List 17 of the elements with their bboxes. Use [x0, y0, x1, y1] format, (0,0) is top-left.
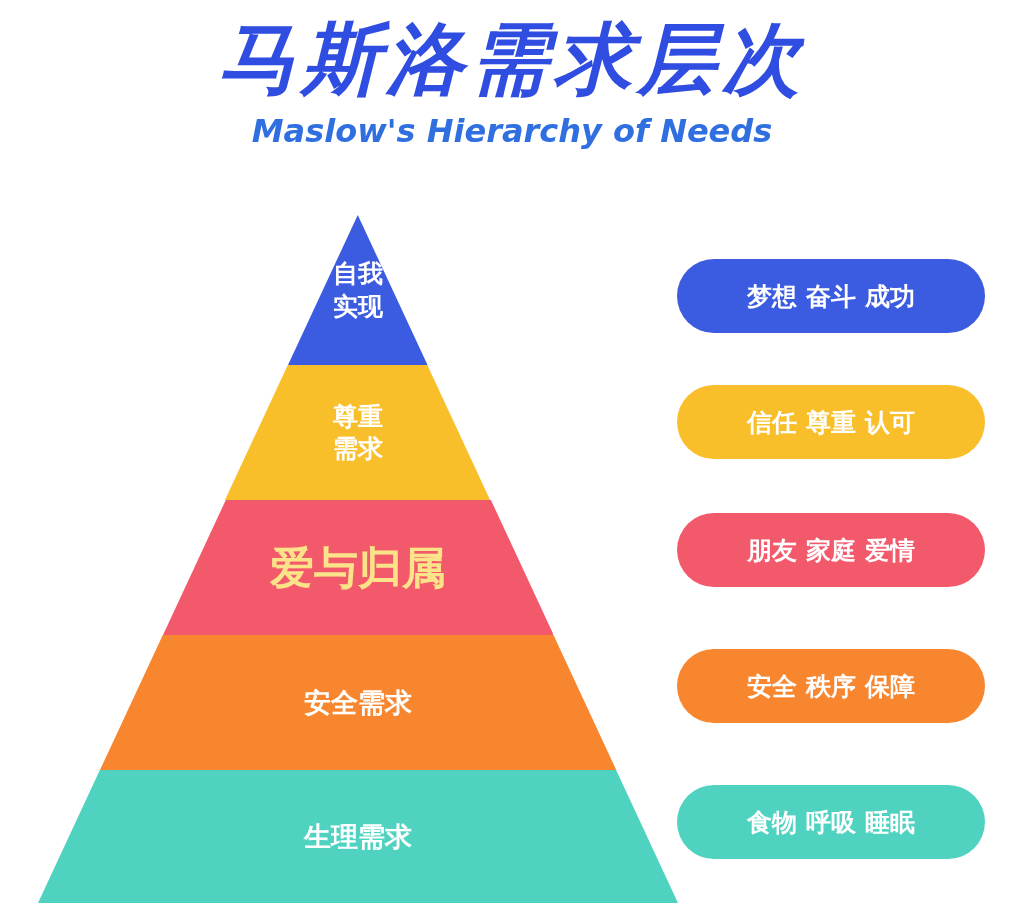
keyword-pill: 安全 秩序 保障: [677, 649, 985, 723]
keyword-pill: 朋友 家庭 爱情: [677, 513, 985, 587]
pyramid-tier: [162, 500, 554, 635]
tier-label: 生理需求: [302, 819, 413, 854]
pyramid-tier: [99, 635, 617, 770]
pyramid-tier: [225, 365, 491, 500]
tier-label: 尊重需求: [332, 400, 384, 465]
keyword-pill: 食物 呼吸 睡眠: [677, 785, 985, 859]
tier-label: 爱与归属: [269, 540, 447, 594]
pyramid-tier: [288, 215, 428, 365]
keyword-pill: 梦想 奋斗 成功: [677, 259, 985, 333]
subtitle: Maslow's Hierarchy of Needs: [250, 112, 774, 150]
tier-label: 自我实现: [332, 257, 384, 322]
keyword-pill: 信任 尊重 认可: [677, 385, 985, 459]
tier-label: 安全需求: [303, 685, 413, 720]
title: 马斯洛需求层次: [217, 13, 807, 106]
pyramid-tier: [38, 770, 678, 903]
